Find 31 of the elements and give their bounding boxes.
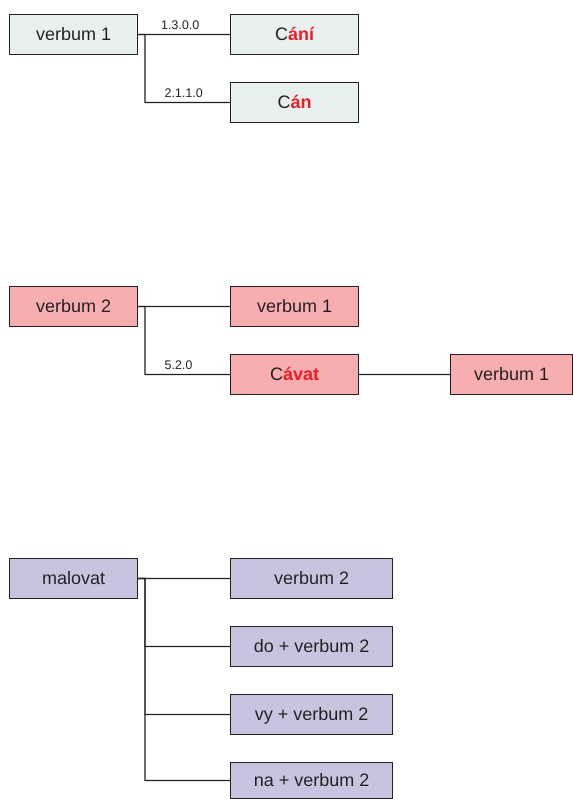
connector-line	[138, 34, 230, 104]
term-text: na + verbum 2	[254, 770, 370, 791]
term-box	[230, 82, 359, 123]
term-text: verbum 2	[36, 296, 112, 317]
term-box	[230, 694, 393, 735]
term-box	[230, 354, 359, 395]
term-text: vy + verbum 2	[254, 704, 368, 725]
term-box	[230, 626, 393, 667]
connector-line	[138, 306, 230, 376]
edge-label: 1.3.0.0	[160, 18, 200, 32]
term-box	[230, 286, 359, 327]
term-text: Cán	[277, 92, 312, 113]
term-box	[9, 14, 138, 55]
term-box	[9, 286, 138, 327]
term-box	[450, 354, 573, 395]
connector-line	[359, 374, 450, 376]
term-text: verbum 1	[36, 24, 112, 45]
term-box	[9, 558, 138, 599]
term-text: verbum 1	[256, 296, 332, 317]
term-box	[230, 762, 393, 799]
edge-label: 2.1.1.0	[164, 86, 204, 100]
term-text: Cání	[274, 24, 314, 45]
term-text: Cávat	[270, 364, 320, 385]
term-text: malovat	[42, 568, 106, 589]
term-box	[230, 14, 359, 55]
term-text: verbum 2	[274, 568, 350, 589]
term-text: do + verbum 2	[254, 636, 370, 657]
term-box	[230, 558, 393, 599]
edge-label: 5.2.0	[164, 358, 194, 372]
connector-line	[138, 578, 230, 782]
term-text: verbum 1	[474, 364, 550, 385]
